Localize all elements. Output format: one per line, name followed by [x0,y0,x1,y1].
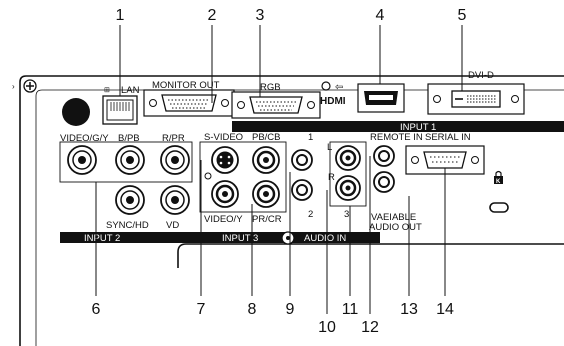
audio-out-jack [373,171,395,193]
input1-bar [232,121,564,132]
rca-video-y-jack [211,180,239,208]
hdmi-port: ⇦ HDMI [320,81,405,113]
callout-14: 14 [436,301,454,318]
sync-hd-label: SYNC/HD [106,220,149,231]
security-slot [489,202,509,213]
lock-icon: K [494,170,503,185]
rgb-port: RGB [231,82,321,119]
network-icon: ⊞ [104,87,110,94]
bnc-video-gy-jack [67,145,97,175]
pr-cr-label: PR/CR [252,214,282,225]
bar-screw-icon [281,231,295,245]
remote-in-label: REMOTE IN [370,132,423,143]
input3-label: INPUT 3 [222,233,258,244]
svg-text:K: K [496,179,501,185]
callout-6: 6 [92,301,101,318]
input1-label: INPUT 1 [400,122,436,133]
variable-label: VAEIABLE [371,212,416,223]
rgb-label: RGB [260,82,281,93]
video-gy-label: VIDEO/G/Y [60,133,109,144]
round-hole [62,98,90,126]
callout-3: 3 [256,7,265,24]
video-y-label: VIDEO/Y [204,214,243,225]
panel-inner-outline [35,89,564,346]
small-screw [204,172,212,180]
input2-label: INPUT 2 [84,233,120,244]
rca-pr-cr-jack [252,180,280,208]
callout-1: 1 [116,7,125,24]
bnc-b-pb-jack [115,145,145,175]
input3-bracket [199,141,287,213]
audio-in-3r-jack [335,175,361,201]
remote-in-jack [373,145,395,167]
monitor-out-port: MONITOR OUT [143,80,235,117]
audio-in-3l-jack [335,145,361,171]
leader-lines [95,25,463,314]
audio-out-label: AUDIO OUT [369,222,422,233]
callout-7: 7 [197,301,206,318]
bnc-vd-jack [160,185,190,215]
b-pb-label: B/PB [118,133,140,144]
vd-label: VD [166,220,179,231]
callout-5: 5 [458,7,467,24]
panel-outline [19,75,564,346]
input-indicator-icon [321,81,331,91]
dvi-d-label: DVI-D [468,70,494,81]
r-pr-label: R/PR [162,133,185,144]
callout-8: 8 [248,301,257,318]
pb-cb-label: PB/CB [252,132,281,143]
audio-in-label: AUDIO IN [304,233,346,244]
monitor-out-label: MONITOR OUT [152,80,220,91]
callout-2: 2 [208,7,217,24]
svg-text:›: › [12,82,15,91]
audio-in-2-label: 2 [308,209,313,220]
audio-l-label: L [327,142,332,153]
lan-port: ⊞ LAN [102,85,140,125]
audio-in-3-label: 3 [344,209,349,220]
audio-in-1-label: 1 [308,132,313,143]
screw-icon: › [12,79,37,93]
bnc-sync-hd-jack [115,185,145,215]
bottom-bar [60,232,380,243]
arrow-left-icon: ⇦ [335,82,343,93]
audio-r-label: R [328,172,335,183]
audio-in-1-jack [291,149,313,171]
serial-in-port [405,145,485,175]
audio-in-3-bracket [329,141,367,207]
callout-9: 9 [286,301,295,318]
serial-in-label: SERIAL IN [425,132,471,143]
callout-13: 13 [400,301,418,318]
audio-in-2-jack [291,179,313,201]
hdmi-label: HDMI [320,96,346,107]
rca-pb-cb-jack [252,146,280,174]
callout-10: 10 [318,319,336,336]
s-video-jack [211,146,239,174]
callout-12: 12 [361,319,379,336]
bnc-r-pr-jack [160,145,190,175]
callout-4: 4 [376,7,385,24]
callout-11: 11 [342,301,359,318]
panel-bottom-step [177,243,564,268]
input2-bracket [59,141,193,183]
s-video-label: S-VIDEO [204,132,243,143]
dvi-d-port: DVI-D [427,70,525,115]
lan-label: LAN [121,85,140,96]
